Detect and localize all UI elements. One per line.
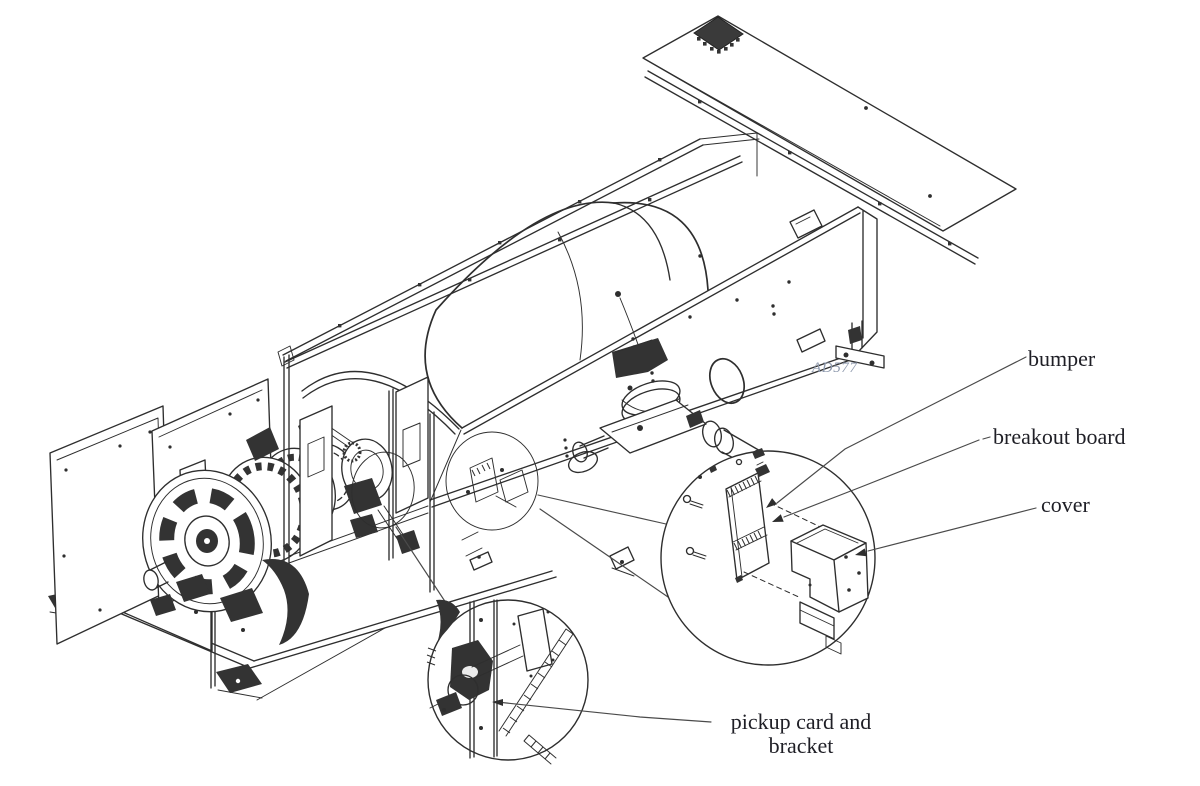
cover-arrowhead [855, 548, 867, 557]
detail-circle-breakout [660, 448, 876, 666]
right-end-foot [835, 320, 885, 369]
top-rails [277, 132, 760, 369]
frame-and-bay [262, 354, 460, 645]
breakout-location [445, 431, 539, 531]
cover-drawing [790, 524, 869, 655]
magnifier-cone-lines [537, 494, 669, 598]
label-breakout-board: breakout board [993, 424, 1126, 449]
leader-line-breakout-board [783, 436, 991, 518]
leader-line-pickup [496, 701, 712, 723]
label-pickup-line1: pickup card and [731, 709, 872, 734]
location-highlights [351, 431, 669, 607]
pickup-location-ellipse [351, 451, 415, 529]
callout-labels: bumper breakout board cover pickup card … [731, 346, 1126, 758]
leader-line-cover [867, 507, 1037, 552]
pickup-card-and-bracket-drawing [429, 640, 524, 716]
pickup-magnifier-line [395, 526, 449, 607]
flywheel [142, 469, 272, 613]
mounting-screws [682, 448, 765, 560]
bumper-part [755, 464, 770, 477]
detail-circle-pickup [426, 599, 589, 765]
label-cover: cover [1041, 492, 1091, 517]
cylinder-tank [424, 201, 709, 429]
leader-line-bumper [776, 356, 1027, 504]
label-pickup-line2: bracket [769, 733, 834, 758]
exhaust-vent [693, 16, 744, 54]
drawing-code-label: AD577 [811, 360, 858, 376]
roof-panel [642, 15, 1017, 265]
breakout-location-ellipse [445, 431, 539, 531]
label-bumper: bumper [1028, 346, 1096, 371]
breakout-board-drawing [725, 461, 770, 583]
pickup-arrowhead [492, 699, 503, 706]
callout-leaders [492, 356, 1037, 723]
shaft-stub [143, 561, 169, 591]
breakout-board-arrowhead [772, 514, 784, 522]
carburetor-assembly [572, 291, 769, 473]
bay-machinery [341, 438, 420, 554]
bumper-arrowhead [766, 498, 778, 508]
